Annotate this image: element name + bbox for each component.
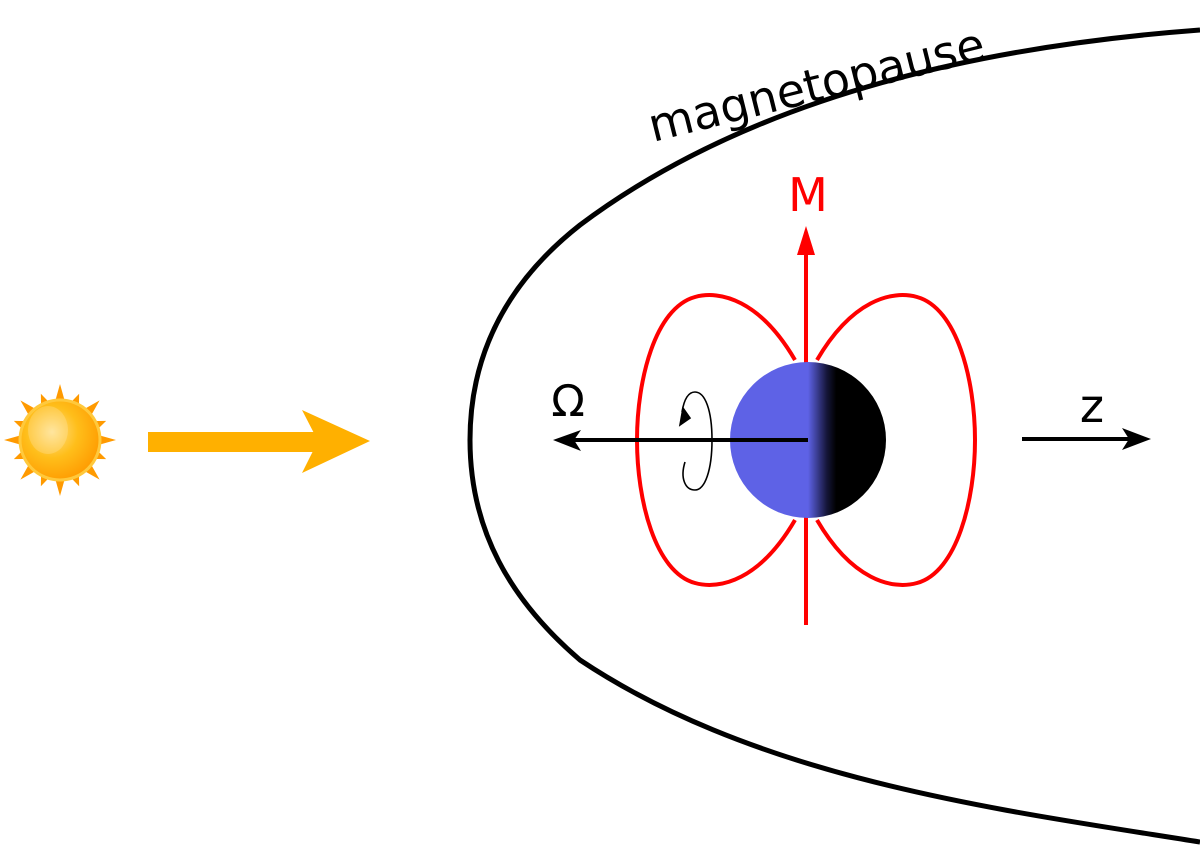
magnetopause-label: magnetopause xyxy=(643,17,990,153)
rotation-arrow-icon xyxy=(678,391,713,491)
magnetopause-boundary xyxy=(467,27,1200,845)
z-axis-arrow xyxy=(1022,428,1151,450)
magnetic-moment-label: M xyxy=(788,168,828,222)
sun-icon xyxy=(4,384,116,496)
rotation-axis-arrow xyxy=(553,430,808,451)
z-axis-label: z xyxy=(1080,379,1104,433)
field-line-right xyxy=(815,293,978,587)
rotation-axis-label: Ω xyxy=(551,376,585,427)
solar-wind-arrow xyxy=(148,410,370,473)
